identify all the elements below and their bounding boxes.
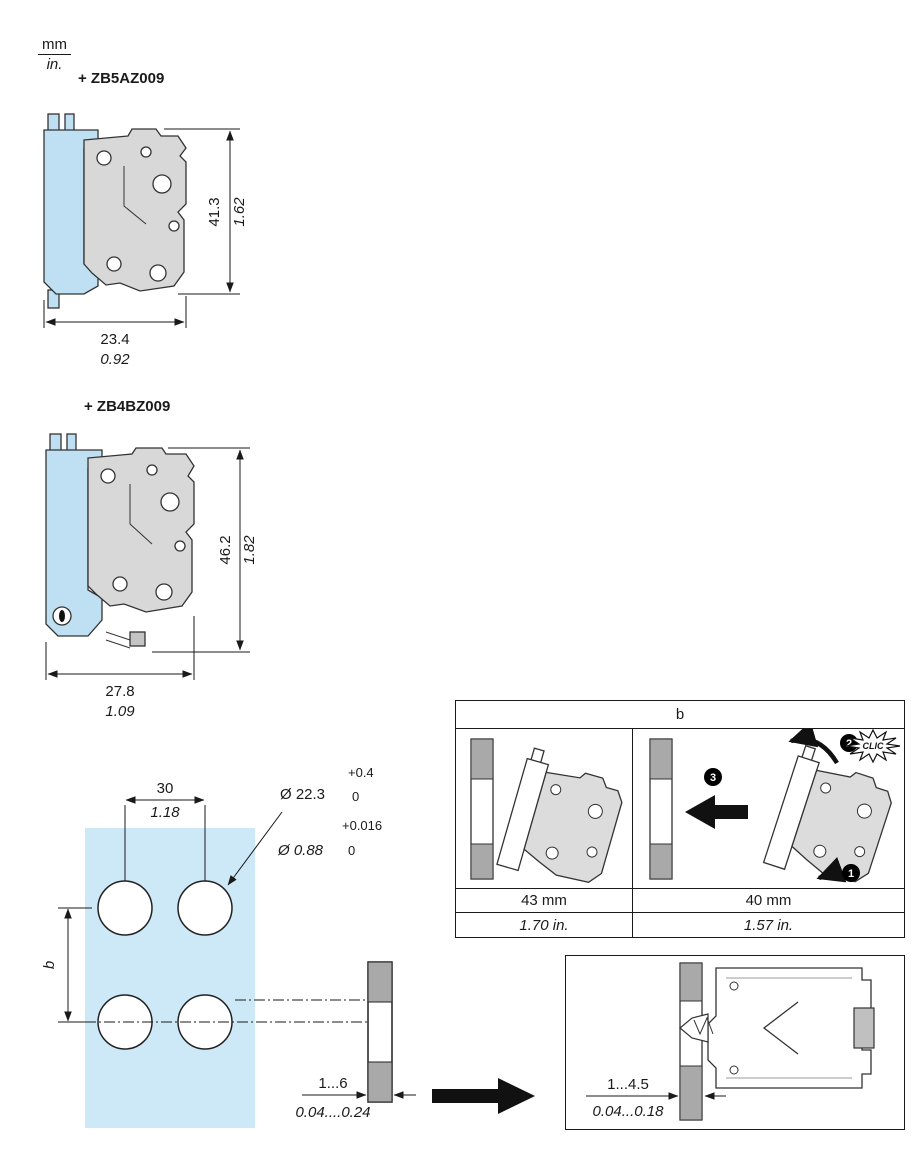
pitch-mm: 30 [157,780,174,797]
step-3-arrow: 3 [685,768,748,829]
left-depth-in: 1.70 in. [456,913,633,937]
install-step-b-cell: 3 2 CLIC 1 [633,729,904,888]
install-table: b [455,700,905,938]
step-3-badge [704,768,722,786]
thickness-in: 0.04....0.24 [295,1104,370,1121]
thickness-in: 0.04...0.18 [593,1103,665,1120]
width-mm: 23.4 [100,331,129,348]
fixing-clip [853,1007,875,1049]
zb5az009-dimension-drawing: 41.3 1.62 23.4 0.92 [43,113,248,368]
width-in: 1.09 [105,703,135,720]
panel-cross-section [470,738,494,880]
clic-text: CLIC [863,741,884,751]
units-in: in. [46,56,63,73]
thickness-mm: 1...4.5 [607,1076,649,1093]
dia-in: Ø 0.88 [277,842,324,859]
left-depth-mm: 43 mm [456,889,633,912]
install-step-a-diagram [470,738,623,883]
step-1-badge [842,864,860,882]
contact-block-body [83,128,187,292]
height-mm: 41.3 [206,197,223,226]
contact-spring-detail [762,1001,799,1055]
panel-cross-section [649,738,673,880]
plunger [679,1013,714,1043]
dia-mm: Ø 22.3 [280,786,325,803]
big-right-arrow [432,1078,535,1114]
b-dimension: b [41,907,92,1023]
width-in: 0.92 [100,351,130,368]
install-table-header-b: b [456,701,904,729]
dia-mm-tol-lower: 0 [352,789,359,804]
panel-thickness-dimension: 1...6 0.04....0.24 [295,1075,416,1121]
install-step-a-cell [456,729,633,888]
height-in: 1.62 [231,197,248,227]
mounted-block-box: 1...4.5 0.04...0.18 [565,955,905,1130]
panel-cross-section [367,961,393,1103]
fixing-screw [105,631,146,649]
mounted-block-diagram: 1...4.5 0.04...0.18 [586,962,875,1121]
diameter-callout: +0.4 Ø 22.3 0 +0.016 Ø 0.88 0 [227,765,382,886]
tilted-device [496,747,623,883]
units-mm: mm [38,36,71,55]
dia-in-tol-upper: +0.016 [342,818,382,833]
step-3-number: 3 [710,772,716,784]
thickness-mm: 1...6 [318,1075,347,1092]
dia-in-tol-lower: 0 [348,843,355,858]
units-indicator: mm in. [38,36,71,73]
zb4bz009-dimension-drawing: 46.2 1.82 27.8 1.09 [45,433,258,720]
b-dimension-label: b [41,961,58,969]
contact-block [679,967,875,1089]
tilted-device [762,744,892,883]
contact-block-body [87,447,195,613]
center-lines [85,999,390,1023]
step-2-number: 2 [846,738,852,750]
panel-face [85,828,255,1128]
height-in: 1.82 [241,535,258,565]
install-step-b-diagram: 3 2 CLIC 1 [649,729,901,883]
zb5az009-label: + ZB5AZ009 [78,70,165,87]
zb4bz009-label: + ZB4BZ009 [84,398,171,415]
panel-thickness-dimension: 1...4.5 0.04...0.18 [586,1076,726,1120]
panel-cross-section [679,962,703,1121]
height-dimension: 46.2 1.82 [152,447,258,653]
pitch-in: 1.18 [150,804,180,821]
height-mm: 46.2 [217,535,234,564]
panel-cutout-diagram: 30 1.18 +0.4 Ø 22.3 0 +0.016 Ø 0.88 0 b … [41,765,535,1128]
width-dimension: 23.4 0.92 [43,296,187,368]
right-depth-mm: 40 mm [745,892,792,909]
width-mm: 27.8 [105,683,134,700]
dia-mm-tol-upper: +0.4 [348,765,374,780]
width-dimension: 27.8 1.09 [45,616,195,720]
step-1-number: 1 [848,868,854,880]
right-depth-in: 1.57 in. [743,916,794,934]
clic-burst: CLIC [845,729,901,764]
step-1-arrow: 1 [816,857,860,883]
height-dimension: 41.3 1.62 [164,128,248,295]
pitch-dimension: 30 1.18 [124,780,206,881]
